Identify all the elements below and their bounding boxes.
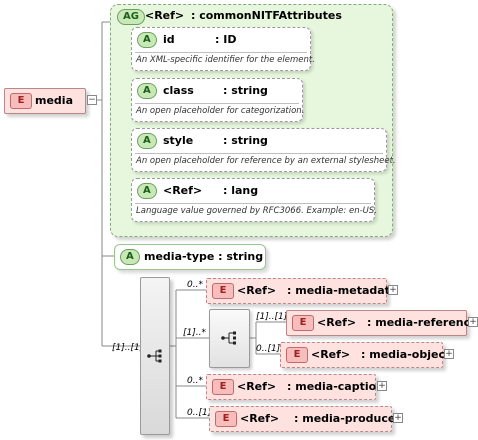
element-badge: E — [286, 347, 308, 363]
attribute-badge: A — [137, 133, 157, 149]
attribute-badge: A — [137, 183, 157, 199]
separator — [135, 203, 371, 204]
element-badge: E — [212, 379, 234, 395]
attribute-group-badge: AG — [117, 9, 145, 25]
separator — [135, 103, 299, 104]
cardinality-media-reference: [1]..[1] — [256, 312, 288, 322]
expand-media-reference[interactable]: + — [468, 317, 478, 327]
attribute-type: : lang — [223, 184, 259, 197]
attribute-group-ref: <Ref> — [145, 9, 185, 22]
attribute-media-type[interactable]: A media-type : string — [114, 244, 266, 270]
element-media-reference[interactable]: E <Ref> : media-reference — [286, 310, 478, 336]
element-ref: <Ref> — [237, 284, 277, 297]
attribute-doc: An XML-specific identifier for the eleme… — [136, 55, 315, 65]
element-badge: E — [10, 93, 32, 109]
separator — [135, 153, 383, 154]
element-badge: E — [215, 411, 237, 427]
attribute-badge: A — [137, 32, 157, 48]
cardinality-media-object: 0..[1] — [256, 344, 281, 354]
element-name: : media-reference — [367, 316, 478, 329]
element-ref: <Ref> — [240, 412, 280, 425]
attribute-doc: An open placeholder for categorization. — [136, 106, 305, 116]
cardinality-media-metadata: 0..* — [187, 280, 203, 290]
element-ref: <Ref> — [237, 380, 277, 393]
element-name: : media-caption — [287, 380, 385, 393]
element-ref: <Ref> — [311, 348, 351, 361]
attribute-type: : string — [223, 134, 268, 147]
element-name: : media-metadata — [287, 284, 398, 297]
attribute-group-type: : commonNITFAttributes — [191, 9, 342, 22]
attribute-lang[interactable]: A <Ref> : lang Language value governed b… — [131, 178, 377, 222]
choice-cardinality: [1]..* — [183, 328, 206, 338]
expand-media-producer[interactable]: + — [393, 413, 403, 423]
attribute-name: id — [163, 33, 175, 46]
choice-icon — [221, 331, 236, 345]
attribute-media-type-label: media-type : string — [144, 250, 264, 263]
expand-media-metadata[interactable]: + — [388, 285, 398, 295]
element-name: : media-object — [361, 348, 451, 361]
element-name: : media-producer — [294, 412, 401, 425]
attribute-badge: A — [120, 249, 140, 265]
element-badge: E — [212, 283, 234, 299]
attribute-style[interactable]: A style : string An open placeholder for… — [131, 128, 396, 172]
attribute-class[interactable]: A class : string An open placeholder for… — [131, 78, 305, 122]
attribute-doc: An open placeholder for reference by an … — [136, 156, 396, 166]
collapse-toggle[interactable]: − — [87, 95, 97, 105]
expand-media-caption[interactable]: + — [377, 381, 387, 391]
attribute-doc: Language value governed by RFC3066. Exam… — [136, 206, 377, 216]
cardinality-media-caption: 0..* — [187, 376, 203, 386]
element-media-metadata[interactable]: E <Ref> : media-metadata — [206, 278, 397, 304]
element-media-object[interactable]: E <Ref> : media-object — [280, 342, 450, 368]
element-media[interactable]: E media — [4, 88, 86, 114]
attribute-ref: <Ref> — [163, 184, 203, 197]
element-media-producer[interactable]: E <Ref> : media-producer — [209, 406, 401, 432]
attribute-type: : string — [223, 84, 268, 97]
sequence-compositor[interactable] — [140, 277, 170, 435]
sequence-icon — [147, 349, 162, 363]
separator — [135, 52, 307, 53]
element-ref: <Ref> — [317, 316, 357, 329]
element-badge: E — [292, 315, 314, 331]
element-media-caption[interactable]: E <Ref> : media-caption — [206, 374, 384, 400]
expand-media-object[interactable]: + — [444, 349, 454, 359]
cardinality-media-producer: 0..[1] — [187, 408, 212, 418]
attribute-badge: A — [137, 83, 157, 99]
choice-compositor[interactable] — [209, 309, 250, 368]
attribute-name: class — [163, 84, 194, 97]
attribute-type: : ID — [215, 33, 237, 46]
sequence-cardinality: [1]..[1] — [112, 343, 144, 353]
attribute-id[interactable]: A id : ID An XML-specific identifier for… — [131, 27, 315, 71]
element-media-label: media — [35, 94, 73, 107]
attribute-name: style — [163, 134, 194, 147]
